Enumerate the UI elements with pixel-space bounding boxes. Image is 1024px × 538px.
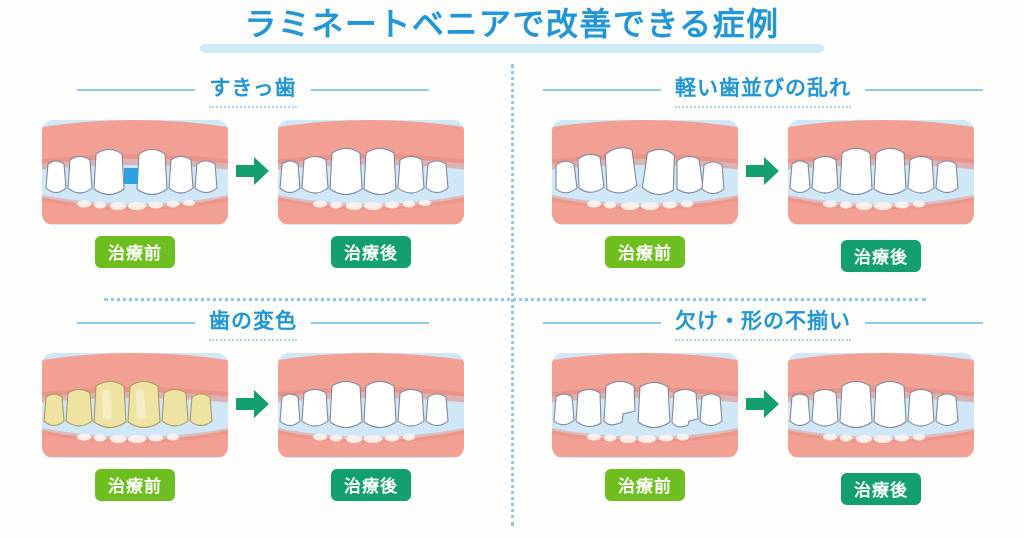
teeth-illustration-discolored-after: [278, 353, 464, 458]
teeth-illustration-misaligned-after: [788, 120, 974, 225]
section-heading-chips-uneven-shape: 欠け・形の不揃い: [518, 305, 1008, 341]
heading-rule-left: [77, 322, 195, 324]
before-after-pair: 治療前: [518, 120, 1008, 272]
before-badge-row: 治療前: [42, 469, 228, 501]
after-badge-row: 治療後: [278, 469, 464, 501]
after-badge: 治療後: [841, 240, 921, 272]
before-badge: 治療前: [95, 469, 175, 501]
section-heading-mild-misalignment: 軽い歯並びの乱れ: [518, 72, 1008, 108]
after-badge-row: 治療後: [788, 473, 974, 505]
transition-arrow: [746, 353, 780, 458]
after-badge: 治療後: [841, 473, 921, 505]
before-after-pair: 治療前: [8, 353, 498, 501]
section-heading-discoloration: 歯の変色: [8, 305, 498, 341]
after-case: 治療後: [788, 353, 974, 505]
after-case: 治療後: [278, 120, 464, 268]
after-case: 治療後: [788, 120, 974, 272]
after-badge: 治療後: [331, 469, 411, 501]
teeth-illustration-gap-after: [278, 120, 464, 225]
after-badge-row: 治療後: [788, 240, 974, 272]
section-heading-label: 欠け・形の不揃い: [675, 305, 851, 341]
section-heading-label: 軽い歯並びの乱れ: [675, 72, 851, 108]
before-case: 治療前: [42, 120, 228, 268]
heading-rule-right: [311, 322, 429, 324]
heading-rule-right: [310, 89, 429, 91]
section-chips-uneven-shape: 欠け・形の不揃い: [518, 305, 1008, 525]
before-after-pair: 治療前: [518, 353, 1008, 505]
before-badge-row: 治療前: [42, 236, 228, 268]
before-badge: 治療前: [95, 236, 175, 268]
transition-arrow: [236, 353, 270, 458]
heading-rule-left: [77, 89, 196, 91]
before-badge-row: 治療前: [552, 469, 738, 501]
vertical-divider: [511, 64, 514, 526]
page-title: ラミネートベニアで改善できる症例: [244, 6, 780, 42]
heading-rule-right: [865, 322, 983, 324]
heading-rule-left: [543, 322, 661, 324]
section-heading-gap-teeth: すきっ歯: [8, 72, 498, 108]
after-case: 治療後: [278, 353, 464, 501]
teeth-illustration-misaligned-before: [552, 120, 738, 225]
page-title-container: ラミネートベニアで改善できる症例: [0, 4, 1024, 53]
before-badge: 治療前: [605, 236, 685, 268]
heading-rule-right: [865, 89, 983, 91]
section-heading-label: すきっ歯: [209, 72, 297, 108]
before-badge: 治療前: [605, 469, 685, 501]
before-badge-row: 治療前: [552, 236, 738, 268]
before-case: 治療前: [552, 120, 738, 268]
transition-arrow: [236, 120, 270, 225]
teeth-illustration-discolored-before: [42, 353, 228, 458]
horizontal-divider: [104, 298, 926, 301]
gap-marker: [124, 168, 138, 184]
section-heading-label: 歯の変色: [209, 305, 297, 341]
after-badge-row: 治療後: [278, 236, 464, 268]
teeth-illustration-chipped-before: [552, 353, 738, 458]
section-discoloration: 歯の変色: [8, 305, 498, 525]
title-underline: [200, 44, 824, 53]
section-mild-misalignment: 軽い歯並びの乱れ: [518, 72, 1008, 292]
before-case: 治療前: [552, 353, 738, 501]
section-gap-teeth: すきっ歯: [8, 72, 498, 292]
before-after-pair: 治療前: [8, 120, 498, 268]
teeth-illustration-chipped-after: [788, 353, 974, 458]
after-badge: 治療後: [331, 236, 411, 268]
teeth-illustration-gap-before: [42, 120, 228, 225]
heading-rule-left: [543, 89, 661, 91]
transition-arrow: [746, 120, 780, 225]
before-case: 治療前: [42, 353, 228, 501]
